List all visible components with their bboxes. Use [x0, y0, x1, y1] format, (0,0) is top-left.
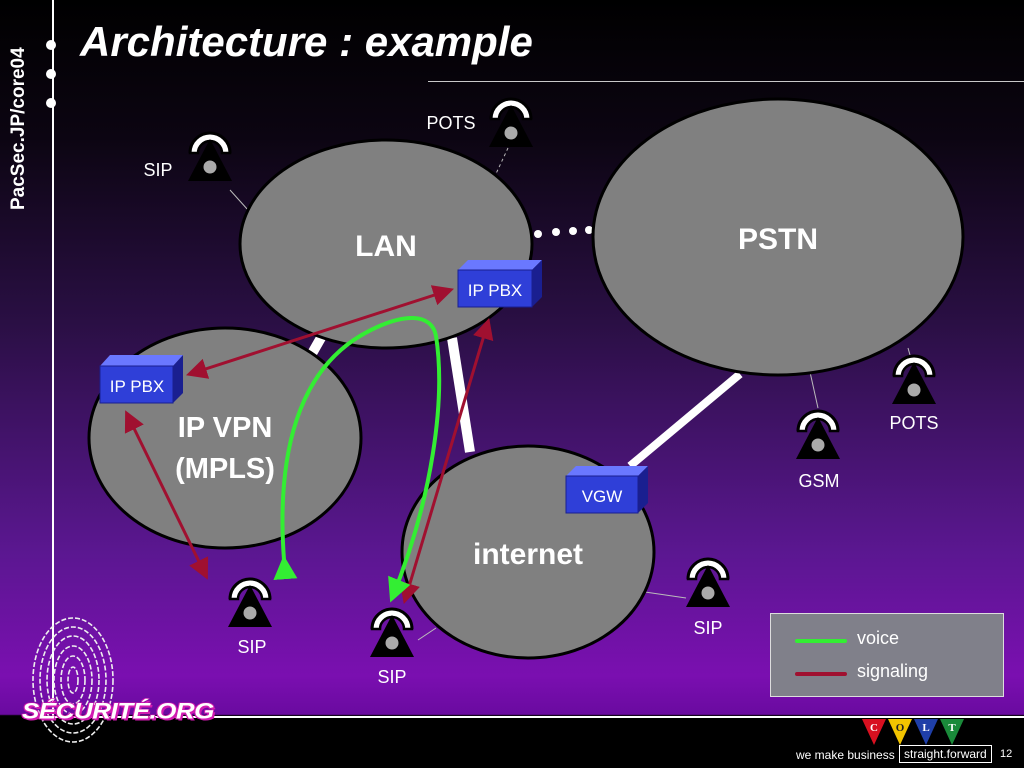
phone-label: POTS	[426, 113, 475, 133]
link-line	[644, 591, 687, 599]
pots-phone-icon	[487, 97, 535, 149]
colt-logo-t: T	[939, 718, 965, 746]
gsm-phone-icon	[794, 409, 842, 461]
bullet-dot	[46, 69, 56, 79]
signaling-arrow	[124, 410, 209, 580]
pots-phone-icon	[890, 354, 938, 406]
phone-label: SIP	[377, 667, 406, 687]
phone-label: SIP	[237, 637, 266, 657]
legend-label: signaling	[857, 661, 929, 681]
title-rule	[428, 81, 1024, 82]
tagline: we make business	[796, 748, 895, 762]
securite-logo: SÉCURITÉ.ORG	[22, 698, 214, 724]
link-line	[809, 371, 819, 409]
colt-logo-l: L	[913, 718, 939, 746]
pstn-internet-link	[627, 370, 743, 470]
ipvpn-label: IP VPN	[178, 412, 273, 444]
lan-label: LAN	[355, 230, 417, 263]
phone-label: SIP	[693, 618, 722, 638]
svg-text:VGW: VGW	[582, 487, 623, 506]
fingerprint-logo-icon	[32, 617, 114, 743]
sip-phone-icon	[186, 131, 234, 183]
sip-phone-icon	[368, 607, 416, 659]
bullet-dot	[46, 98, 56, 108]
slide-title: Architecture : example	[80, 18, 533, 65]
bullet-dot	[46, 40, 56, 50]
sidebar-divider	[52, 0, 54, 716]
link-line	[229, 189, 249, 211]
legend-label: voice	[857, 628, 900, 648]
phone-label: POTS	[889, 413, 938, 433]
voice-swatch	[795, 639, 847, 643]
lan-pstn-dots	[534, 226, 593, 238]
phone-label: GSM	[798, 471, 839, 491]
sip-phone-icon	[684, 557, 732, 609]
page-number: 12	[1000, 748, 1013, 760]
colt-logo-c: C	[861, 718, 887, 746]
signaling-arrow	[186, 285, 454, 379]
svg-text:IP PBX: IP PBX	[468, 281, 523, 300]
pstn-cloud	[591, 97, 965, 377]
internet-label: internet	[473, 538, 583, 571]
pstn-label: PSTN	[738, 223, 818, 256]
ippbx-lan-box: IP PBX	[457, 260, 542, 308]
signaling-swatch	[795, 672, 847, 676]
legend-box: voice signaling	[770, 613, 1004, 697]
tagline-box: straight.forward	[899, 745, 992, 763]
voice-path	[273, 316, 442, 603]
ippbx-vpn-box: IP PBX	[99, 355, 183, 404]
vgw-box: VGW	[565, 466, 648, 514]
phone-label: SIP	[143, 160, 172, 180]
colt-logo-o: O	[887, 718, 913, 746]
link-line	[493, 147, 509, 179]
svg-text:IP PBX: IP PBX	[110, 377, 165, 396]
footer-divider	[52, 716, 1024, 718]
signaling-arrow	[399, 317, 494, 605]
ipvpn-sublabel: (MPLS)	[175, 453, 275, 485]
sip-phone-icon	[226, 577, 274, 629]
link-line	[417, 627, 437, 641]
